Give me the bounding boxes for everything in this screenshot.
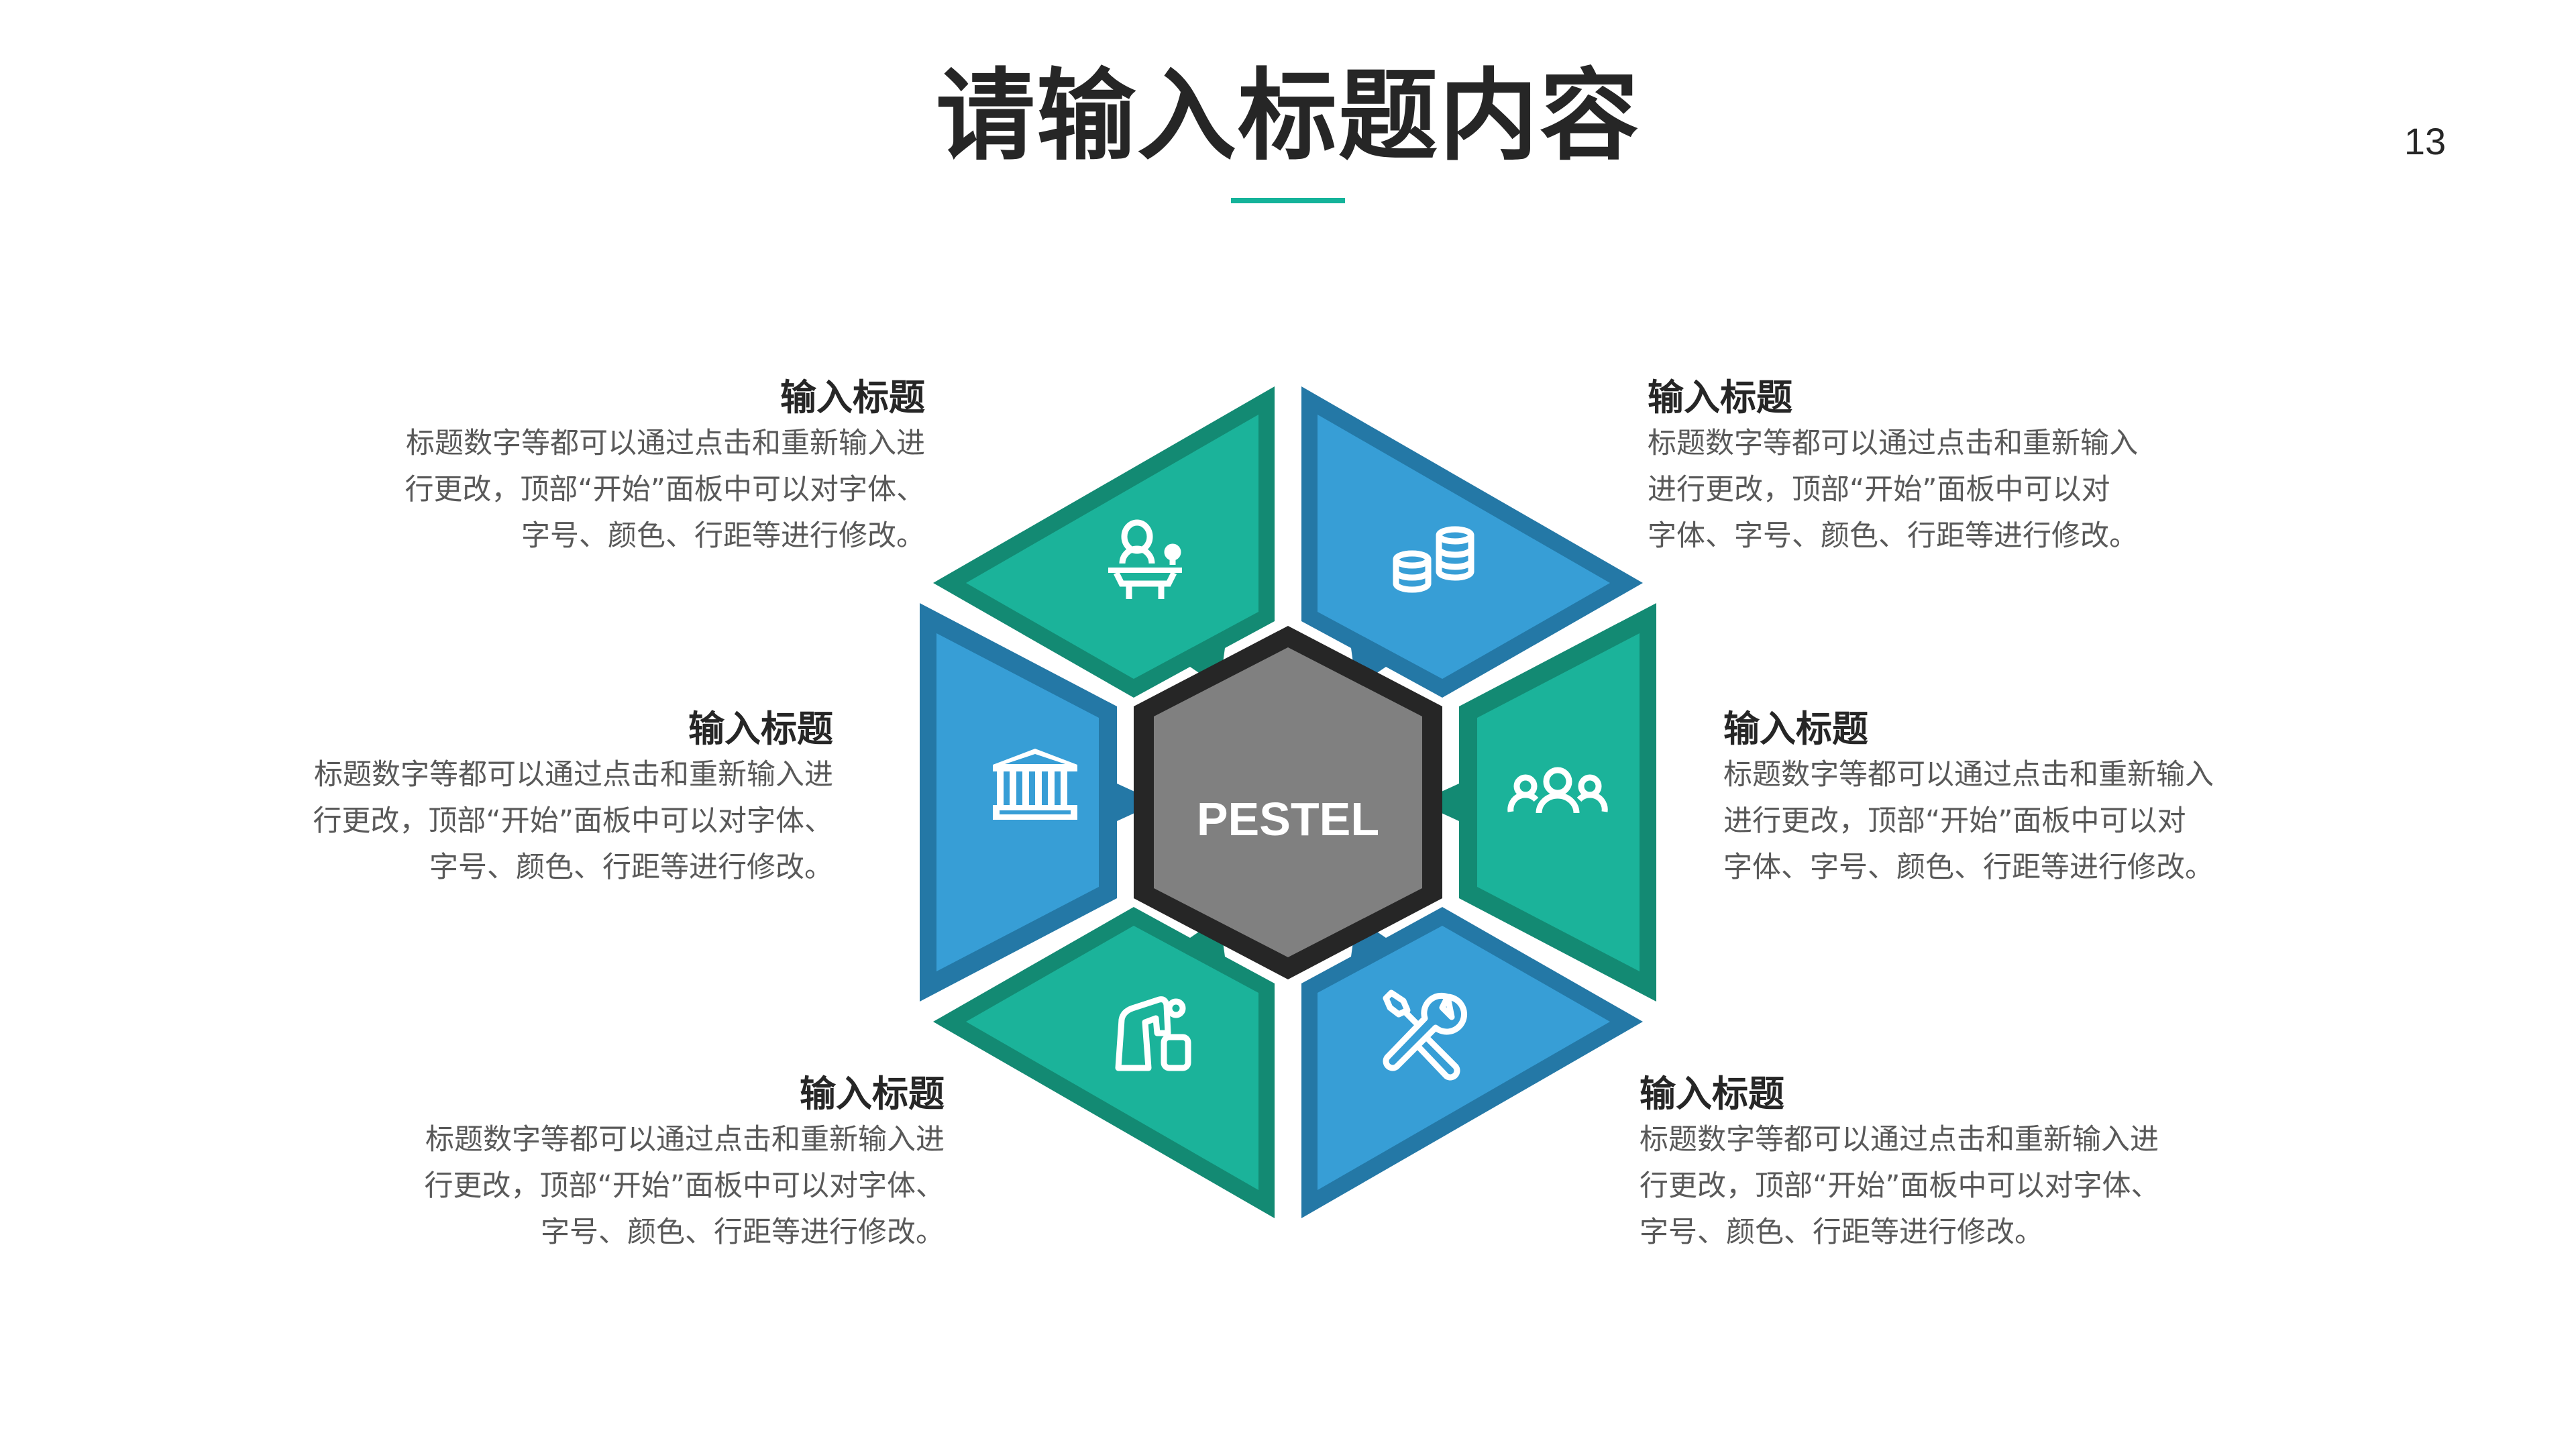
title-underline-accent [1231, 198, 1345, 203]
block-body-line: 字号、颜色、行距等进行修改。 [541, 1216, 945, 1249]
block-body-line: 标题数字等都可以通过点击和重新输入 [1723, 758, 2214, 792]
block-body-line: 行更改，顶部“开始”面板中可以对字体、 [313, 804, 833, 838]
text-block-middle-left: 输入标题 标题数字等都可以通过点击和重新输入进 行更改，顶部“开始”面板中可以对… [229, 706, 833, 891]
speaker-podium-icon [1108, 519, 1182, 599]
block-title: 输入标题 [780, 376, 925, 419]
block-body-line: 字体、字号、颜色、行距等进行修改。 [1648, 519, 2138, 553]
text-block-middle-right: 输入标题 标题数字等都可以通过点击和重新输入 进行更改，顶部“开始”面板中可以对… [1723, 706, 2327, 891]
text-block-bottom-right: 输入标题 标题数字等都可以通过点击和重新输入进 行更改，顶部“开始”面板中可以对… [1640, 1071, 2243, 1256]
block-body-line: 字号、颜色、行距等进行修改。 [429, 851, 833, 884]
coins-stack-icon [1393, 526, 1474, 593]
block-body-line: 标题数字等都可以通过点击和重新输入进 [1640, 1123, 2159, 1157]
center-label-pestel: PESTEL [1196, 793, 1380, 845]
center-hexagon[interactable] [1134, 626, 1442, 979]
block-body-line: 字号、颜色、行距等进行修改。 [1640, 1216, 2043, 1249]
block-body-line: 行更改，顶部“开始”面板中可以对字体、 [424, 1169, 945, 1203]
block-body-line: 标题数字等都可以通过点击和重新输入 [1648, 427, 2138, 460]
tools-wrench-screwdriver-icon [1383, 989, 1468, 1081]
government-building-icon [993, 749, 1077, 820]
people-group-icon [1507, 767, 1608, 814]
block-body-line: 进行更改，顶部“开始”面板中可以对 [1648, 473, 2110, 506]
block-body-line: 字体、字号、颜色、行距等进行修改。 [1723, 851, 2214, 884]
text-block-top-right: 输入标题 标题数字等都可以通过点击和重新输入 进行更改，顶部“开始”面板中可以对… [1648, 375, 2251, 559]
block-title: 输入标题 [1640, 1073, 1784, 1115]
block-body-line: 行更改，顶部“开始”面板中可以对字体、 [405, 473, 925, 506]
block-body-line: 标题数字等都可以通过点击和重新输入进 [314, 758, 833, 792]
slide-title: 请输入标题内容 [936, 58, 1640, 174]
page-number: 13 [2404, 120, 2447, 162]
text-block-bottom-left: 输入标题 标题数字等都可以通过点击和重新输入进 行更改，顶部“开始”面板中可以对… [341, 1071, 945, 1256]
text-block-top-left: 输入标题 标题数字等都可以通过点击和重新输入进 行更改，顶部“开始”面板中可以对… [321, 375, 925, 559]
person-recycle-bin-icon [1115, 996, 1191, 1071]
block-title: 输入标题 [1648, 376, 1792, 419]
block-body-line: 行更改，顶部“开始”面板中可以对字体、 [1640, 1169, 2160, 1203]
block-body-line: 进行更改，顶部“开始”面板中可以对 [1723, 804, 2186, 838]
block-title: 输入标题 [800, 1073, 945, 1115]
block-body-line: 字号、颜色、行距等进行修改。 [521, 519, 925, 553]
block-title: 输入标题 [1723, 708, 1868, 750]
block-title: 输入标题 [688, 708, 833, 750]
block-body-line: 标题数字等都可以通过点击和重新输入进 [425, 1123, 945, 1157]
block-body-line: 标题数字等都可以通过点击和重新输入进 [406, 427, 925, 460]
